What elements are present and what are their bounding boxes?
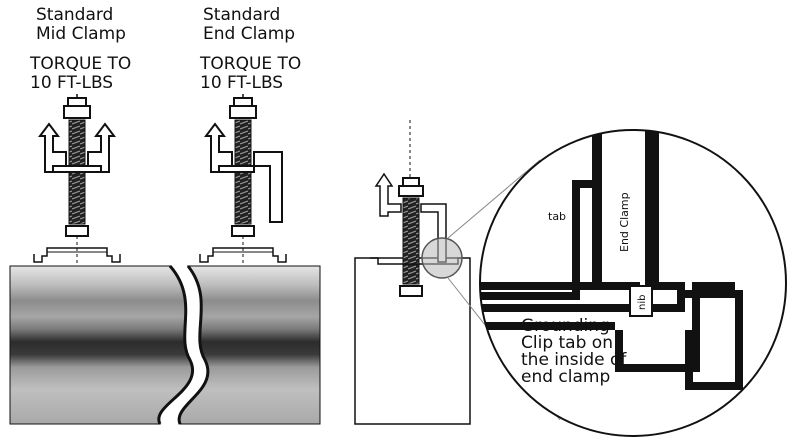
mid-clamp-assembly [33, 94, 121, 266]
end-clamp-torque: TORQUE TO 10 FT-LBS [200, 54, 302, 93]
mid-clamp-torque: TORQUE TO 10 FT-LBS [30, 54, 132, 93]
end-clamp-title: Standard End Clamp [203, 5, 296, 44]
grounding-clip-detail: tab End Clamp nib [479, 129, 787, 437]
grounding-clip-note: Grounding Clip tab on the inside of end … [521, 316, 627, 387]
mid-clamp-title: Standard Mid Clamp [36, 5, 126, 44]
end-clamp-detail-label: End Clamp [618, 192, 631, 252]
nib-label: nib [637, 295, 648, 310]
rail [9, 265, 321, 425]
tab-label: tab [548, 210, 566, 223]
end-clamp-side-view [354, 120, 561, 425]
end-clamp-assembly [199, 94, 287, 266]
